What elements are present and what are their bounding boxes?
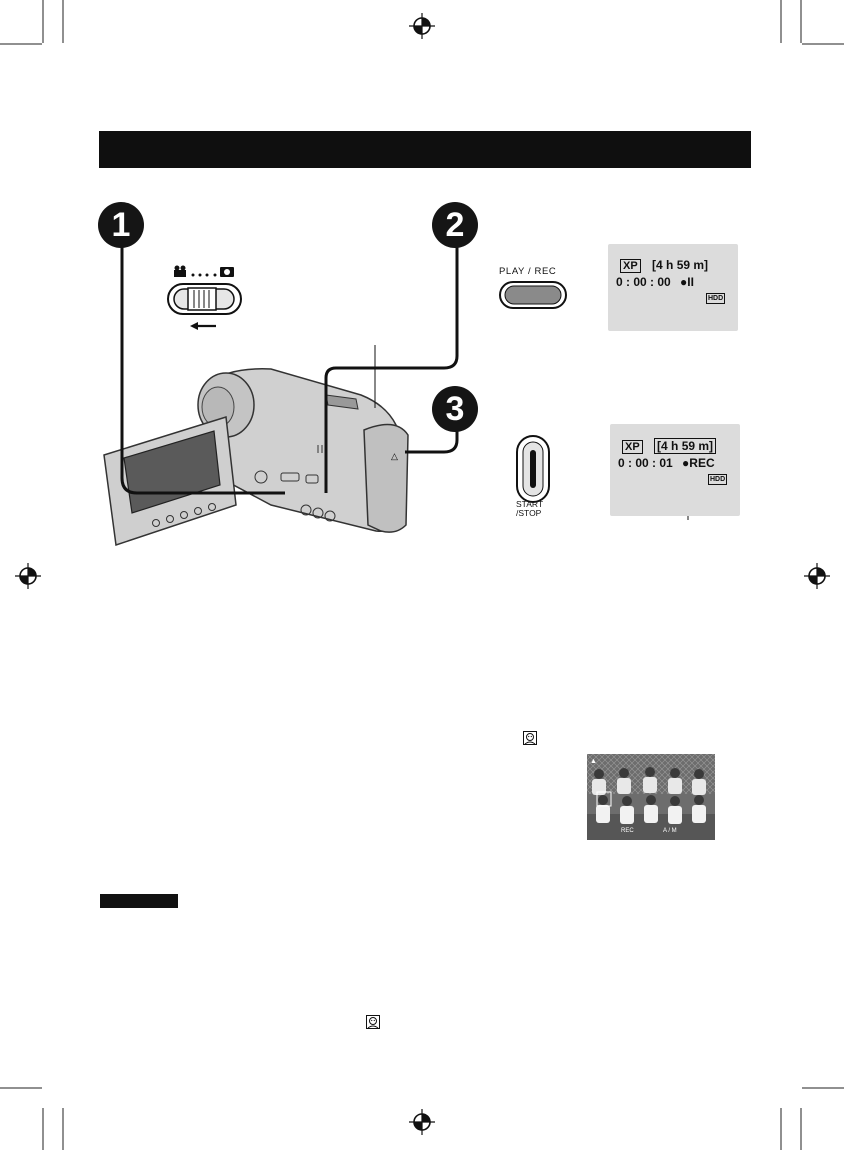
start-stop-button[interactable]	[515, 434, 551, 504]
team-photo: ▲	[587, 754, 715, 840]
svg-text:△: △	[391, 451, 398, 461]
camcorder-illustration: △	[103, 368, 409, 546]
photo-rec-label: REC	[621, 828, 634, 834]
start-stop-label: START /STOP	[516, 499, 544, 518]
registration-mark-right-icon	[804, 563, 830, 589]
play-rec-button[interactable]	[498, 280, 568, 310]
face-detection-icon	[523, 731, 537, 745]
timecode: 0 : 00 : 01	[618, 456, 673, 470]
registration-mark-top-icon	[409, 13, 435, 39]
mode-switch-icon	[167, 265, 242, 330]
registration-mark-bottom-icon	[409, 1109, 435, 1135]
standby-status: ●II	[680, 275, 694, 289]
hdd-icon: HDD	[706, 293, 726, 304]
timecode: 0 : 00 : 00	[616, 275, 671, 289]
lcd-standby-display: XP [4 h 59 m] 0 : 00 : 00 ●II HDD	[608, 244, 738, 331]
registration-mark-left-icon	[15, 563, 41, 589]
rec-status: ●REC	[682, 456, 715, 470]
remaining-time: [4 h 59 m]	[652, 258, 709, 272]
section-title-bar	[99, 131, 751, 168]
face-detection-icon-inline	[366, 1015, 380, 1029]
svg-text:▲: ▲	[590, 758, 597, 765]
quality-badge: XP	[622, 440, 643, 454]
step-1-badge: 1	[98, 202, 144, 248]
hdd-icon: HDD	[708, 474, 728, 485]
quality-badge: XP	[620, 259, 641, 273]
step-3-badge: 3	[432, 386, 478, 432]
note-heading-bar	[100, 894, 178, 908]
photo-mode-label: A / M	[663, 828, 677, 834]
lcd-recording-display: XP [4 h 59 m] 0 : 00 : 01 ●REC HDD	[610, 424, 740, 516]
step-2-badge: 2	[432, 202, 478, 248]
remaining-time: [4 h 59 m]	[654, 438, 717, 454]
play-rec-label: PLAY / REC	[499, 266, 557, 277]
